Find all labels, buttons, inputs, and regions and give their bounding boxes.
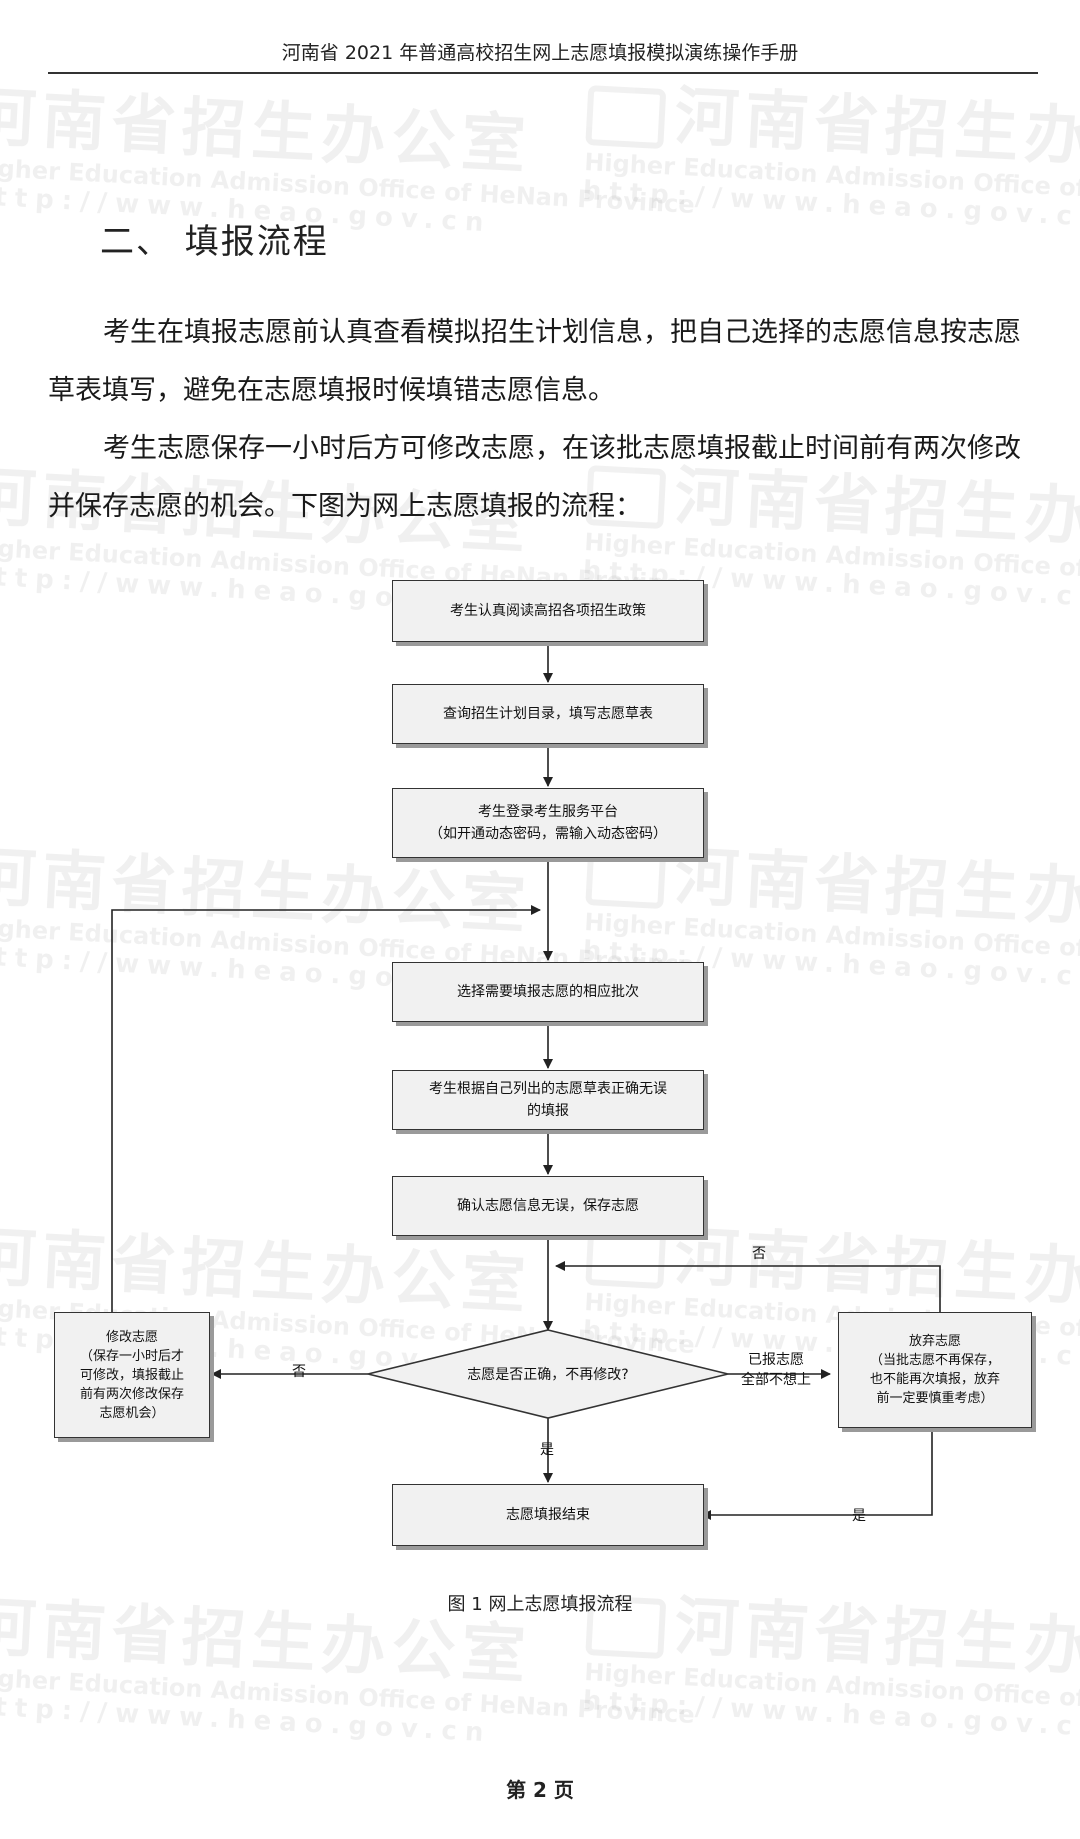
figure-caption: 图 1 网上志愿填报流程 [447,1594,633,1615]
label-yes-right: 是 [852,1508,866,1524]
flow-step-text: 考生根据自己列出的志愿草表正确无误 [429,1081,667,1097]
flow-step-text: 考生认真阅读高招各项招生政策 [450,603,646,619]
flowchart-connectors [111,642,941,1520]
flow-step-read-policy: 考生认真阅读高招各项招生政策 [392,580,704,642]
flow-step-text: 查询招生计划目录，填写志愿草表 [443,706,653,722]
label-yes-down: 是 [540,1442,554,1458]
header-rule [48,72,1038,74]
flow-step-query-plan: 查询招生计划目录，填写志愿草表 [392,684,704,744]
flow-step-text: 可修改，填报截止 [79,1367,184,1383]
flow-step-text: 放弃志愿 [908,1334,961,1349]
label-reported-text: 全部不想上 [741,1372,811,1388]
page-number: 第 2 页 [506,1778,574,1802]
body-paragraph: 考生在填报志愿前认真查看模拟招生计划信息，把自己选择的志愿信息按志愿草表填写，避… [48,317,1021,406]
flow-step-end: 志愿填报结束 [392,1484,704,1546]
section-title: 二、 填报流程 [100,222,329,262]
decision-text: 志愿是否正确，不再修改? [467,1367,629,1383]
flow-step-abandon: 放弃志愿 （当批志愿不再保存， 也不能再次填报，放弃 前一定要慎重考虑） [838,1312,1032,1428]
flow-step-save: 确认志愿信息无误，保存志愿 [392,1176,704,1236]
flow-step-text: （如开通动态密码，需输入动态密码） [429,826,667,842]
arrow-modify-loop [111,905,541,1312]
arrow-abandon-yes [701,1428,933,1520]
flow-step-text: 志愿填报结束 [506,1507,590,1523]
flow-step-text: 前有两次修改保存 [79,1386,184,1402]
flow-step-login: 考生登录考生服务平台 （如开通动态密码，需输入动态密码） [392,788,704,858]
flow-step-fill-in: 考生根据自己列出的志愿草表正确无误 的填报 [392,1070,704,1130]
arrow-abandon-no [555,1261,941,1312]
label-reported: 已报志愿 全部不想上 [734,1350,818,1390]
label-no-top: 否 [752,1246,766,1262]
flow-step-text: 也不能再次填报，放弃 [869,1372,1000,1387]
running-header: 河南省 2021 年普通高校招生网上志愿填报模拟演练操作手册 [281,42,799,64]
flow-step-text: 确认志愿信息无误，保存志愿 [457,1198,639,1214]
flow-step-text: 志愿机会） [99,1405,165,1421]
flow-step-text: 前一定要慎重考虑） [876,1391,994,1406]
flow-step-text: 的填报 [527,1103,569,1119]
body-paragraph: 考生志愿保存一小时后方可修改志愿，在该批志愿填报截止时间前有两次修改并保存志愿的… [48,433,1021,522]
flowchart: 考生认真阅读高招各项招生政策 查询招生计划目录，填写志愿草表 考生登录考生服务平… [40,560,1050,1560]
flow-step-text: 修改志愿 [105,1329,158,1345]
flow-step-text: 选择需要填报志愿的相应批次 [457,984,639,1000]
label-no-left: 否 [292,1364,306,1380]
flow-step-modify: 修改志愿 （保存一小时后才 可修改，填报截止 前有两次修改保存 志愿机会） [54,1312,210,1438]
flow-step-text: （保存一小时后才 [79,1348,184,1364]
label-reported-text: 已报志愿 [748,1352,804,1368]
flow-step-text: （当批志愿不再保存， [869,1353,1000,1368]
flow-step-text: 考生登录考生服务平台 [478,804,618,820]
flow-step-select-batch: 选择需要填报志愿的相应批次 [392,962,704,1022]
decision-diamond [367,1329,729,1419]
